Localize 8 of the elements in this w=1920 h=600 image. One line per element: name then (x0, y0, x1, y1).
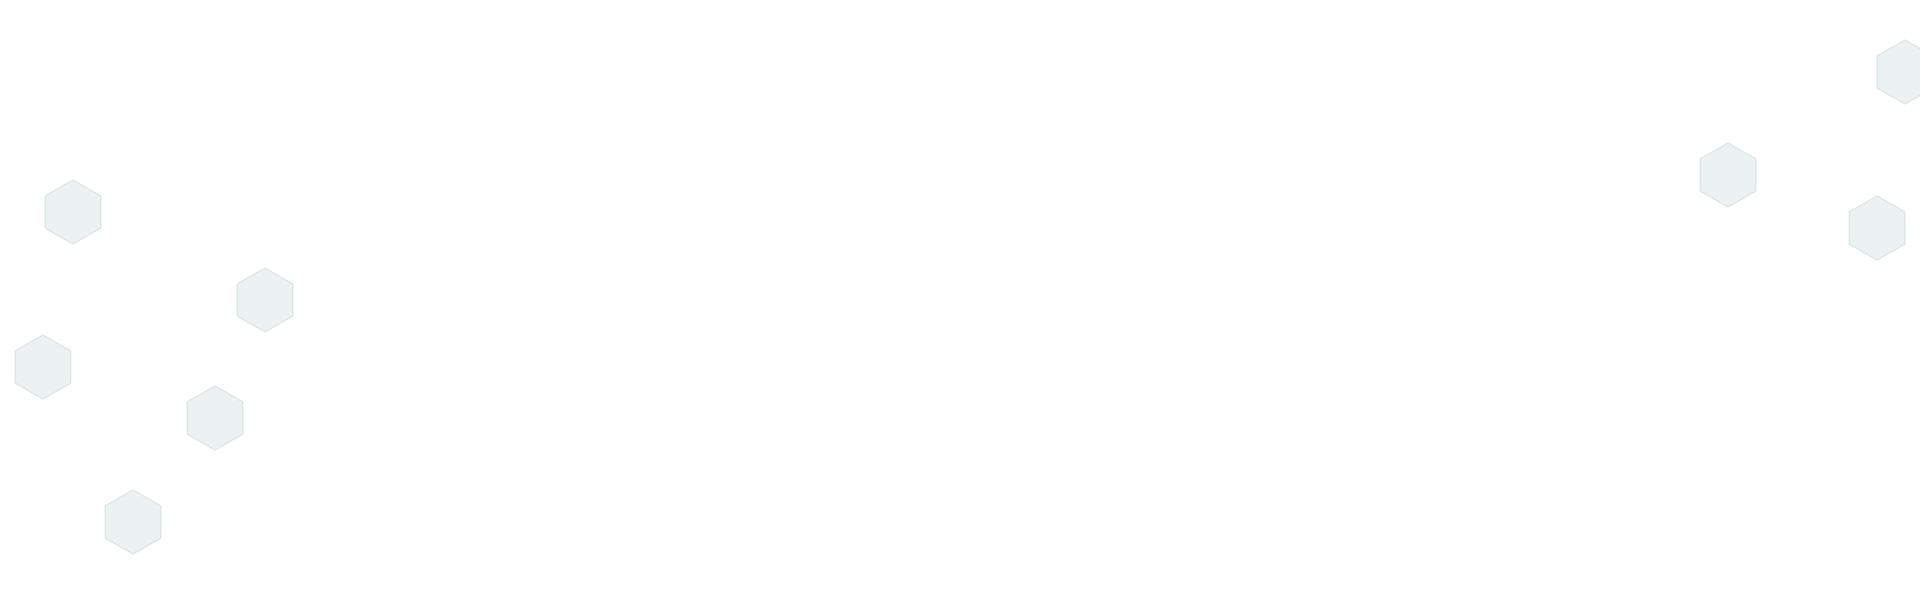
hexagon-shape (1876, 39, 1920, 105)
hexagon-shape (1699, 142, 1757, 208)
hexagon-shape (236, 267, 294, 333)
hexagon-shape (44, 179, 102, 245)
hexagon-shape (1848, 195, 1906, 261)
hexagon-shape (104, 489, 162, 555)
hexagon-shape (14, 334, 72, 400)
hexagon-shape (186, 385, 244, 451)
